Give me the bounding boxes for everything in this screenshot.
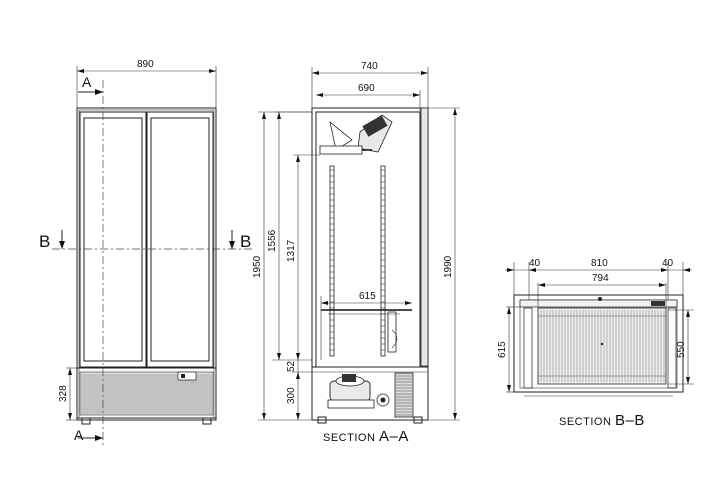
dim-shelf-width: 615 [359,291,376,302]
front-foot-right [202,417,212,425]
evaporator-tray [319,145,363,155]
shelf-rail-right [380,165,386,357]
front-left-door [79,111,147,368]
front-left-door-glass [83,117,143,362]
section-aa-door [420,107,429,367]
dim-height-1317: 1317 [286,239,297,262]
dim-bb-right-offset: 40 [662,258,674,269]
dim-bb-width-810: 810 [591,258,608,269]
dim-height-300: 300 [286,387,297,404]
dim-height-1950: 1950 [252,255,263,278]
dim-front-width: 890 [137,59,154,70]
section-aa-caption: SECTION A–A [323,428,409,445]
section-b-label-right: B [240,232,251,251]
front-foot-left [81,417,91,425]
front-base-panel [76,367,217,419]
dim-bb-height-615: 615 [497,341,508,358]
section-bb-view: 40 810 40 794 615 550 SECTION B–B [497,258,694,429]
section-b-label-left: B [39,232,50,251]
condenser [394,372,414,418]
section-aa-view: 615 740 690 [252,61,460,445]
dim-height-1556: 1556 [267,229,278,252]
dim-bb-width-794: 794 [592,273,609,284]
dim-bb-height-550: 550 [676,341,687,358]
front-right-door-glass [150,117,210,362]
front-control-panel [177,371,197,381]
dim-section-aa-inner-depth: 690 [358,83,375,94]
shelf-rail-left [329,165,335,357]
section-a-label-top: A [82,74,92,90]
compressor-unit [327,374,390,409]
front-cabinet-outline [76,107,217,421]
section-bb-evaporator-grille [537,307,667,385]
dim-height-52: 52 [286,360,297,372]
section-bb-caption: SECTION B–B [559,412,645,429]
front-right-door [146,111,214,368]
dim-section-aa-depth: 740 [361,61,378,72]
dim-front-base-height: 328 [58,385,69,402]
dim-total-height: 1990 [443,255,454,278]
section-a-label-bottom: A [74,427,84,443]
dim-bb-left-offset: 40 [529,258,541,269]
front-view: A A B B 890 328 [39,59,253,448]
